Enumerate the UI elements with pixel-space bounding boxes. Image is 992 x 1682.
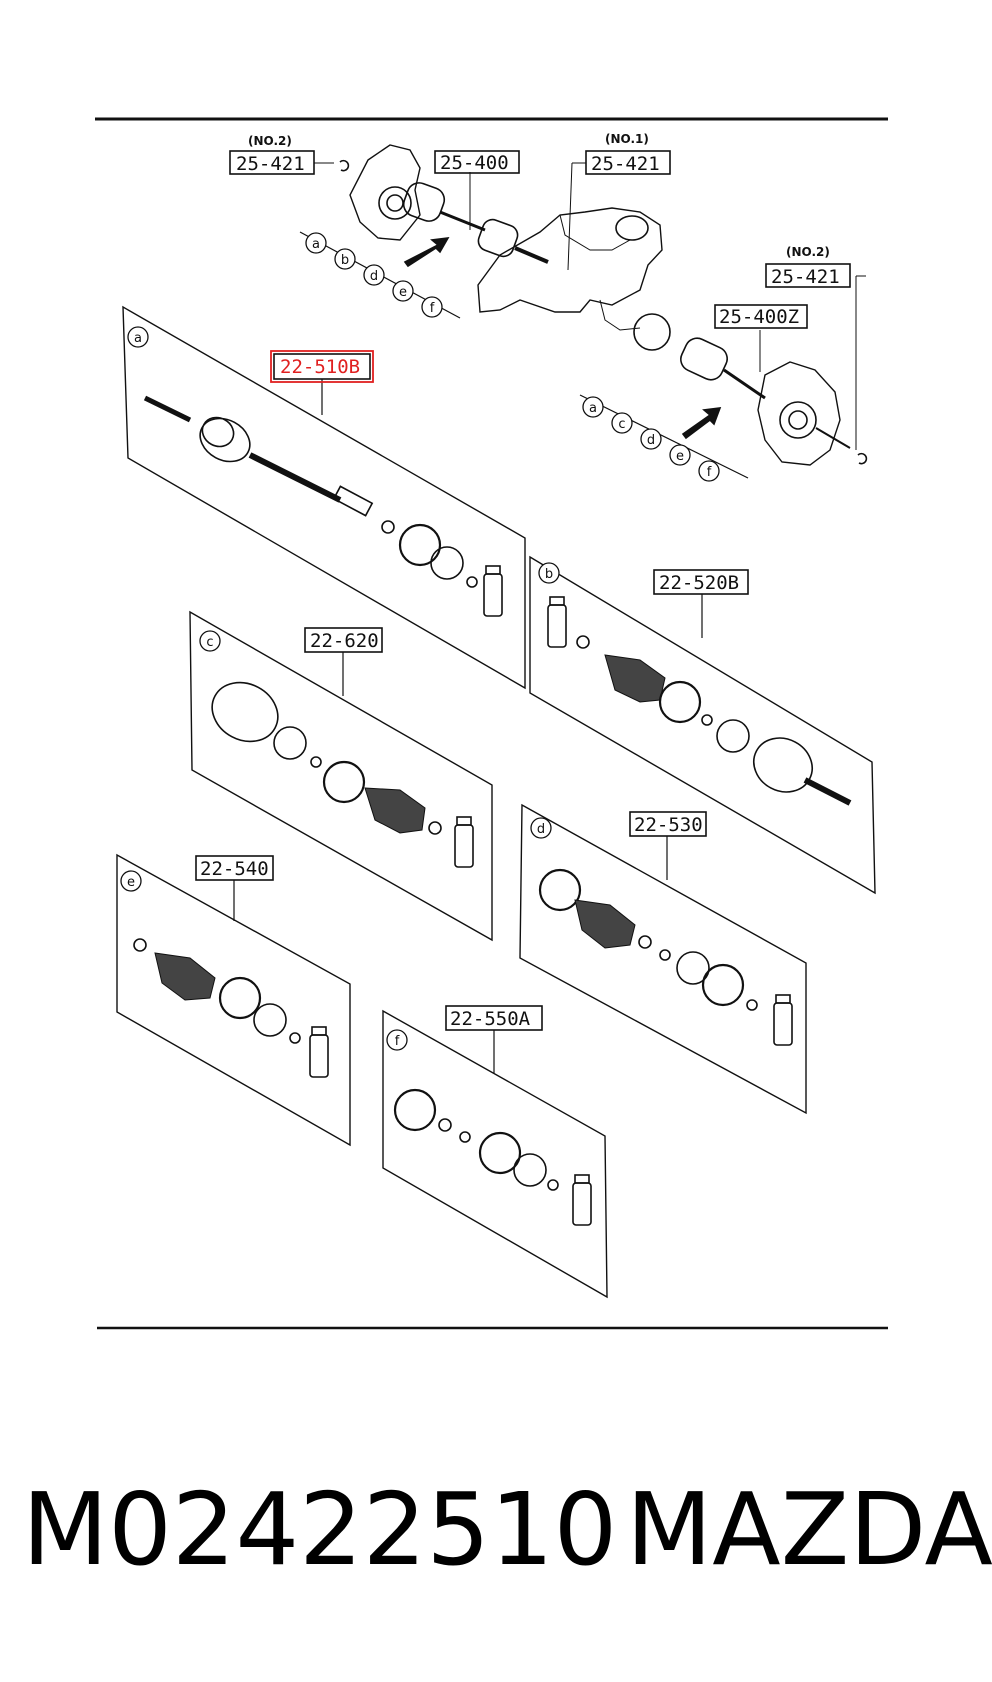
kit-letter-d: d (537, 822, 545, 837)
kit-panel-e (116, 853, 351, 1147)
overview-left-letter-1: b (341, 253, 349, 268)
overview-left-letter-4: f (430, 301, 435, 316)
kit-c-parts (211, 681, 474, 868)
kit-letter-circle-a (127, 326, 149, 348)
kit-letter-circle-b (538, 562, 560, 584)
overview-right-letter-2: d (647, 433, 655, 448)
overview-left-letter-2: d (370, 269, 378, 284)
overview-right-circle-4 (698, 460, 720, 482)
overview-right-circle-0 (582, 396, 604, 418)
kit-f-parts (393, 1088, 592, 1226)
kit-code-d: 22-530 (634, 814, 703, 836)
left-knuckle (349, 144, 421, 241)
kit-code-a: 22-510B (280, 356, 360, 378)
kit-panel-d (519, 803, 807, 1115)
left-direction-arrow (403, 237, 450, 268)
overview-right-letter-row: a c d e f (582, 396, 720, 482)
overview-right-letter-3: e (676, 449, 684, 464)
kit-panel-b (529, 555, 876, 895)
overview-left-circle-2 (363, 264, 385, 286)
shaft-right-code: 25-400Z (719, 306, 799, 328)
callout-box-shaft-left (434, 150, 520, 174)
part-number: M02422510 (22, 1471, 618, 1588)
brand-name: MAZDA (626, 1471, 992, 1588)
callout-box-left-no2 (229, 150, 315, 175)
right-knuckle (757, 361, 841, 466)
kit-b-parts (547, 596, 852, 806)
overview-right-letter-0: a (589, 401, 597, 416)
kit-code-b: 22-520B (659, 572, 739, 594)
overview-left-letter-0: a (312, 237, 320, 252)
kit-code-box-d (629, 811, 707, 837)
kit-d-parts (538, 868, 793, 1046)
kit-code-c: 22-620 (310, 630, 379, 652)
no1-code: 25-421 (591, 153, 660, 175)
kit-e-parts (133, 938, 329, 1078)
kit-code-e: 22-540 (200, 858, 269, 880)
overview-left-circle-4 (421, 296, 443, 318)
kit-letter-b: b (545, 567, 553, 582)
left-no2-code: 25-421 (236, 153, 305, 175)
kit-letter-a: a (134, 331, 142, 346)
overview-left-circle-0 (305, 232, 327, 254)
right-direction-arrow (681, 407, 722, 440)
kit-panel-c (189, 610, 493, 942)
kit-letter-circle-c (199, 630, 221, 652)
kit-letter-c: c (206, 635, 213, 650)
right-no2-tag: (NO.2) (786, 245, 830, 259)
overview-right-circle-1 (611, 412, 633, 434)
kit-panel-f (382, 1009, 608, 1299)
no1-tag: (NO.1) (605, 132, 649, 146)
callout-box-no1 (585, 150, 671, 175)
overview-left-letter-row: a b d e f (305, 232, 443, 318)
right-no2-code: 25-421 (771, 266, 840, 288)
kit-letter-f: f (395, 1034, 400, 1049)
overview-right-letter-4: f (707, 465, 712, 480)
kit-letter-e: e (127, 875, 135, 890)
kit-letter-circle-e (120, 870, 142, 892)
highlight-box (270, 350, 374, 383)
kit-letter-circle-f (386, 1029, 408, 1051)
caption: M02422510 MAZDA (0, 1480, 992, 1600)
shaft-left-code: 25-400 (440, 152, 509, 174)
left-no2-tag: (NO.2) (248, 134, 292, 148)
overview-left-circle-1 (334, 248, 356, 270)
callout-box-shaft-right (714, 304, 808, 329)
overview-right-letter-1: c (618, 417, 625, 432)
overview-left-letter-3: e (399, 285, 407, 300)
kit-code-f: 22-550A (450, 1008, 531, 1030)
kit-letter-circle-d (530, 817, 552, 839)
kit-panel-a (122, 305, 526, 690)
callout-box-right-no2 (765, 263, 851, 288)
overview-left-circle-3 (392, 280, 414, 302)
kit-code-box-b (653, 569, 749, 595)
overview-assembly (299, 144, 868, 479)
overview-right-circle-3 (669, 444, 691, 466)
overview-right-circle-2 (640, 428, 662, 450)
kit-a-parts (143, 395, 503, 617)
